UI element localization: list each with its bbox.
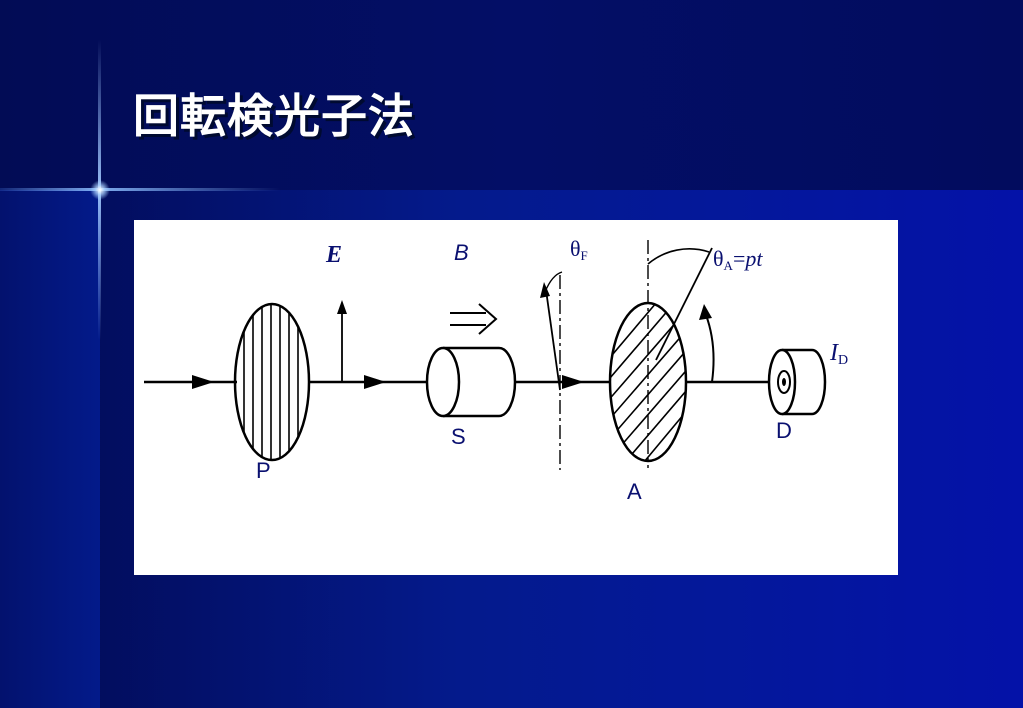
detector-d [767, 348, 827, 416]
label-d: D [776, 418, 792, 443]
left-band [0, 190, 100, 708]
decor-line-horizontal [0, 188, 280, 191]
faraday-rotation-indicator [540, 271, 563, 470]
label-s: S [451, 424, 466, 449]
decor-sparkle [90, 180, 110, 200]
rotating-analyzer-diagram: E B θF θA=pt ID P S A D [134, 220, 898, 575]
beam-line [144, 375, 774, 389]
header-band [0, 0, 1023, 190]
analyzer-a [608, 240, 715, 468]
e-field-arrow [337, 300, 347, 382]
label-p: P [256, 458, 271, 483]
label-e: E [325, 242, 342, 268]
b-field-arrow [450, 303, 498, 335]
label-i-d: ID [829, 340, 848, 368]
slide-title: 回転検光子法 [133, 89, 415, 143]
label-b: B [454, 240, 469, 265]
diagram-canvas: E B θF θA=pt ID P S A D [144, 236, 848, 504]
label-theta-a: θA=pt [713, 246, 763, 273]
label-theta-f: θF [570, 236, 588, 263]
polarizer-p [233, 302, 311, 462]
label-a: A [627, 479, 642, 504]
sample-cylinder-s [425, 346, 517, 418]
